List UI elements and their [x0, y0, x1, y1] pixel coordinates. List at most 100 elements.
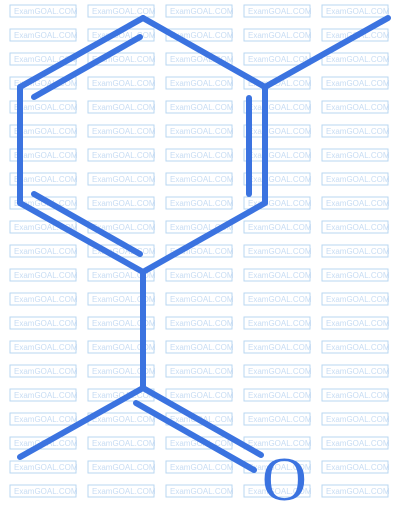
watermark-tile: ExamGOAL.COM — [87, 148, 156, 162]
svg-text:ExamGOAL.COM: ExamGOAL.COM — [92, 319, 156, 328]
watermark-tile: ExamGOAL.COM — [321, 196, 390, 210]
svg-text:ExamGOAL.COM: ExamGOAL.COM — [248, 247, 312, 256]
watermark-tile: ExamGOAL.COM — [9, 412, 78, 426]
watermark-tile: ExamGOAL.COM — [243, 244, 312, 258]
svg-text:ExamGOAL.COM: ExamGOAL.COM — [326, 127, 390, 136]
svg-text:ExamGOAL.COM: ExamGOAL.COM — [248, 367, 312, 376]
svg-text:ExamGOAL.COM: ExamGOAL.COM — [248, 319, 312, 328]
svg-text:ExamGOAL.COM: ExamGOAL.COM — [170, 7, 234, 16]
watermark-tile: ExamGOAL.COM — [165, 484, 234, 498]
svg-text:ExamGOAL.COM: ExamGOAL.COM — [248, 295, 312, 304]
methyl-bond — [262, 15, 391, 90]
svg-text:ExamGOAL.COM: ExamGOAL.COM — [326, 319, 390, 328]
watermark-tile: ExamGOAL.COM — [243, 340, 312, 354]
watermark-tile: ExamGOAL.COM — [243, 28, 312, 42]
svg-text:ExamGOAL.COM: ExamGOAL.COM — [92, 487, 156, 496]
svg-text:ExamGOAL.COM: ExamGOAL.COM — [92, 223, 156, 232]
svg-text:ExamGOAL.COM: ExamGOAL.COM — [92, 199, 156, 208]
svg-text:ExamGOAL.COM: ExamGOAL.COM — [326, 391, 390, 400]
svg-text:ExamGOAL.COM: ExamGOAL.COM — [326, 175, 390, 184]
watermark-tile: ExamGOAL.COM — [243, 4, 312, 18]
watermark-tile: ExamGOAL.COM — [321, 76, 390, 90]
watermark-tile: ExamGOAL.COM — [321, 244, 390, 258]
svg-text:ExamGOAL.COM: ExamGOAL.COM — [326, 439, 390, 448]
svg-text:ExamGOAL.COM: ExamGOAL.COM — [92, 103, 156, 112]
watermark-tile: ExamGOAL.COM — [243, 316, 312, 330]
watermark-tile: ExamGOAL.COM — [165, 460, 234, 474]
watermark-tile: ExamGOAL.COM — [243, 100, 312, 114]
watermark-tile: ExamGOAL.COM — [87, 196, 156, 210]
watermark-tile: ExamGOAL.COM — [9, 28, 78, 42]
watermark-tile: ExamGOAL.COM — [243, 220, 312, 234]
watermark-tile: ExamGOAL.COM — [9, 148, 78, 162]
svg-text:ExamGOAL.COM: ExamGOAL.COM — [326, 343, 390, 352]
watermark-tile: ExamGOAL.COM — [321, 124, 390, 138]
watermark-tile: ExamGOAL.COM — [165, 364, 234, 378]
svg-text:ExamGOAL.COM: ExamGOAL.COM — [14, 319, 78, 328]
svg-text:ExamGOAL.COM: ExamGOAL.COM — [326, 415, 390, 424]
svg-text:ExamGOAL.COM: ExamGOAL.COM — [248, 7, 312, 16]
watermark-tile: ExamGOAL.COM — [9, 460, 78, 474]
svg-text:ExamGOAL.COM: ExamGOAL.COM — [170, 295, 234, 304]
watermark-tile: ExamGOAL.COM — [321, 52, 390, 66]
svg-text:ExamGOAL.COM: ExamGOAL.COM — [14, 175, 78, 184]
svg-text:ExamGOAL.COM: ExamGOAL.COM — [326, 367, 390, 376]
watermark-tile: ExamGOAL.COM — [321, 100, 390, 114]
svg-text:ExamGOAL.COM: ExamGOAL.COM — [92, 463, 156, 472]
watermark-tile: ExamGOAL.COM — [243, 388, 312, 402]
svg-text:ExamGOAL.COM: ExamGOAL.COM — [170, 367, 234, 376]
svg-text:ExamGOAL.COM: ExamGOAL.COM — [14, 463, 78, 472]
svg-text:ExamGOAL.COM: ExamGOAL.COM — [326, 271, 390, 280]
svg-text:ExamGOAL.COM: ExamGOAL.COM — [248, 151, 312, 160]
svg-text:ExamGOAL.COM: ExamGOAL.COM — [14, 103, 78, 112]
watermark-tile: ExamGOAL.COM — [321, 412, 390, 426]
svg-text:ExamGOAL.COM: ExamGOAL.COM — [248, 103, 312, 112]
svg-text:ExamGOAL.COM: ExamGOAL.COM — [248, 487, 312, 496]
ring-bond-top-right — [140, 15, 268, 90]
watermark-tile: ExamGOAL.COM — [321, 148, 390, 162]
watermark-tile: ExamGOAL.COM — [87, 52, 156, 66]
watermark-tile: ExamGOAL.COM — [165, 244, 234, 258]
watermark-tile: ExamGOAL.COM — [243, 148, 312, 162]
svg-text:ExamGOAL.COM: ExamGOAL.COM — [14, 7, 78, 16]
watermark-tile: ExamGOAL.COM — [165, 76, 234, 90]
watermark-tile: ExamGOAL.COM — [9, 484, 78, 498]
svg-text:ExamGOAL.COM: ExamGOAL.COM — [326, 55, 390, 64]
watermark-tile: ExamGOAL.COM — [9, 220, 78, 234]
svg-text:ExamGOAL.COM: ExamGOAL.COM — [92, 343, 156, 352]
watermark-tile: ExamGOAL.COM — [87, 268, 156, 282]
svg-text:ExamGOAL.COM: ExamGOAL.COM — [92, 55, 156, 64]
svg-text:ExamGOAL.COM: ExamGOAL.COM — [14, 295, 78, 304]
svg-text:ExamGOAL.COM: ExamGOAL.COM — [248, 127, 312, 136]
watermark-tile: ExamGOAL.COM — [87, 172, 156, 186]
watermark-tile: ExamGOAL.COM — [87, 124, 156, 138]
watermark-tile: ExamGOAL.COM — [321, 292, 390, 306]
svg-text:ExamGOAL.COM: ExamGOAL.COM — [92, 295, 156, 304]
svg-text:ExamGOAL.COM: ExamGOAL.COM — [248, 439, 312, 448]
svg-text:ExamGOAL.COM: ExamGOAL.COM — [170, 463, 234, 472]
svg-text:ExamGOAL.COM: ExamGOAL.COM — [14, 127, 78, 136]
svg-text:ExamGOAL.COM: ExamGOAL.COM — [92, 415, 156, 424]
watermark-tile: ExamGOAL.COM — [165, 220, 234, 234]
watermark-tile: ExamGOAL.COM — [165, 172, 234, 186]
svg-text:ExamGOAL.COM: ExamGOAL.COM — [248, 463, 312, 472]
svg-text:ExamGOAL.COM: ExamGOAL.COM — [326, 199, 390, 208]
svg-text:ExamGOAL.COM: ExamGOAL.COM — [92, 79, 156, 88]
svg-text:ExamGOAL.COM: ExamGOAL.COM — [92, 175, 156, 184]
svg-text:ExamGOAL.COM: ExamGOAL.COM — [14, 271, 78, 280]
watermark-tile: ExamGOAL.COM — [165, 388, 234, 402]
svg-text:ExamGOAL.COM: ExamGOAL.COM — [14, 487, 78, 496]
svg-text:ExamGOAL.COM: ExamGOAL.COM — [248, 175, 312, 184]
watermark-tile: ExamGOAL.COM — [243, 172, 312, 186]
svg-text:ExamGOAL.COM: ExamGOAL.COM — [92, 31, 156, 40]
svg-text:ExamGOAL.COM: ExamGOAL.COM — [248, 271, 312, 280]
svg-text:ExamGOAL.COM: ExamGOAL.COM — [170, 247, 234, 256]
watermark-tile: ExamGOAL.COM — [165, 100, 234, 114]
svg-text:ExamGOAL.COM: ExamGOAL.COM — [92, 247, 156, 256]
svg-text:ExamGOAL.COM: ExamGOAL.COM — [92, 127, 156, 136]
svg-text:ExamGOAL.COM: ExamGOAL.COM — [248, 79, 312, 88]
watermark-tile: ExamGOAL.COM — [321, 484, 390, 498]
svg-text:ExamGOAL.COM: ExamGOAL.COM — [92, 7, 156, 16]
watermark-tile: ExamGOAL.COM — [9, 268, 78, 282]
